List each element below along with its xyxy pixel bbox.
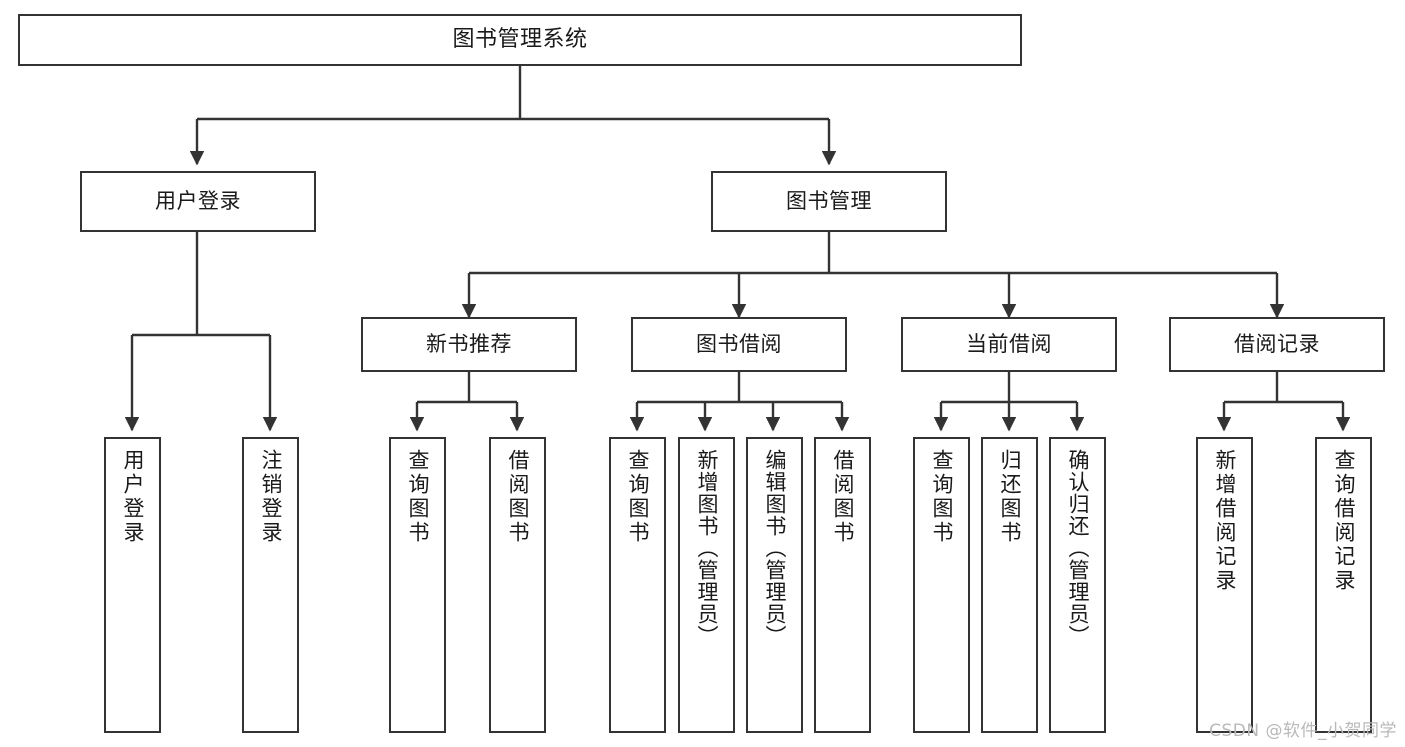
leaf-user-login-logout[interactable]: 注销登录 <box>242 437 299 733</box>
node-label: 编辑图书（管理员） <box>763 449 787 647</box>
leaf-book-borrow-add-book-admin[interactable]: 新增图书（管理员） <box>678 437 735 733</box>
node-label: 图书管理 <box>786 189 872 214</box>
leaf-borrow-record-add-record[interactable]: 新增借阅记录 <box>1196 437 1253 733</box>
node-book-management[interactable]: 图书管理 <box>711 171 947 232</box>
node-label: 图书借阅 <box>696 332 782 357</box>
node-borrow-record[interactable]: 借阅记录 <box>1169 317 1385 372</box>
node-label: 借阅图书 <box>506 449 530 545</box>
node-label: 归还图书 <box>998 449 1022 545</box>
node-new-book-recommend[interactable]: 新书推荐 <box>361 317 577 372</box>
node-label: 新增图书（管理员） <box>695 449 719 647</box>
node-label: 新增借阅记录 <box>1213 449 1237 593</box>
leaf-book-borrow-edit-book-admin[interactable]: 编辑图书（管理员） <box>746 437 803 733</box>
leaf-user-login-login[interactable]: 用户登录 <box>104 437 161 733</box>
node-label: 用户登录 <box>121 449 145 545</box>
node-label: 当前借阅 <box>966 332 1052 357</box>
leaf-current-borrow-return-book[interactable]: 归还图书 <box>981 437 1038 733</box>
node-label: 图书管理系统 <box>452 27 588 53</box>
leaf-new-book-query-book[interactable]: 查询图书 <box>389 437 446 733</box>
node-label: 借阅图书 <box>831 449 855 545</box>
node-user-login[interactable]: 用户登录 <box>80 171 316 232</box>
node-current-borrow[interactable]: 当前借阅 <box>901 317 1117 372</box>
node-label: 注销登录 <box>259 449 283 545</box>
node-label: 查询图书 <box>930 449 954 545</box>
node-root-book-management-system[interactable]: 图书管理系统 <box>18 14 1022 66</box>
node-label: 新书推荐 <box>426 332 512 357</box>
node-label: 查询图书 <box>406 449 430 545</box>
leaf-borrow-record-query-record[interactable]: 查询借阅记录 <box>1315 437 1372 733</box>
watermark-text: CSDN @软件_小贺同学 <box>1209 721 1397 741</box>
leaf-current-borrow-confirm-return-admin[interactable]: 确认归还（管理员） <box>1049 437 1106 733</box>
node-label: 用户登录 <box>155 189 241 214</box>
node-label: 查询借阅记录 <box>1332 449 1356 593</box>
node-label: 确认归还（管理员） <box>1066 449 1090 647</box>
leaf-current-borrow-query-book[interactable]: 查询图书 <box>913 437 970 733</box>
node-label: 查询图书 <box>626 449 650 545</box>
node-label: 借阅记录 <box>1234 332 1320 357</box>
node-book-borrow[interactable]: 图书借阅 <box>631 317 847 372</box>
leaf-new-book-borrow-book[interactable]: 借阅图书 <box>489 437 546 733</box>
leaf-book-borrow-query-book[interactable]: 查询图书 <box>609 437 666 733</box>
leaf-book-borrow-borrow-book[interactable]: 借阅图书 <box>814 437 871 733</box>
